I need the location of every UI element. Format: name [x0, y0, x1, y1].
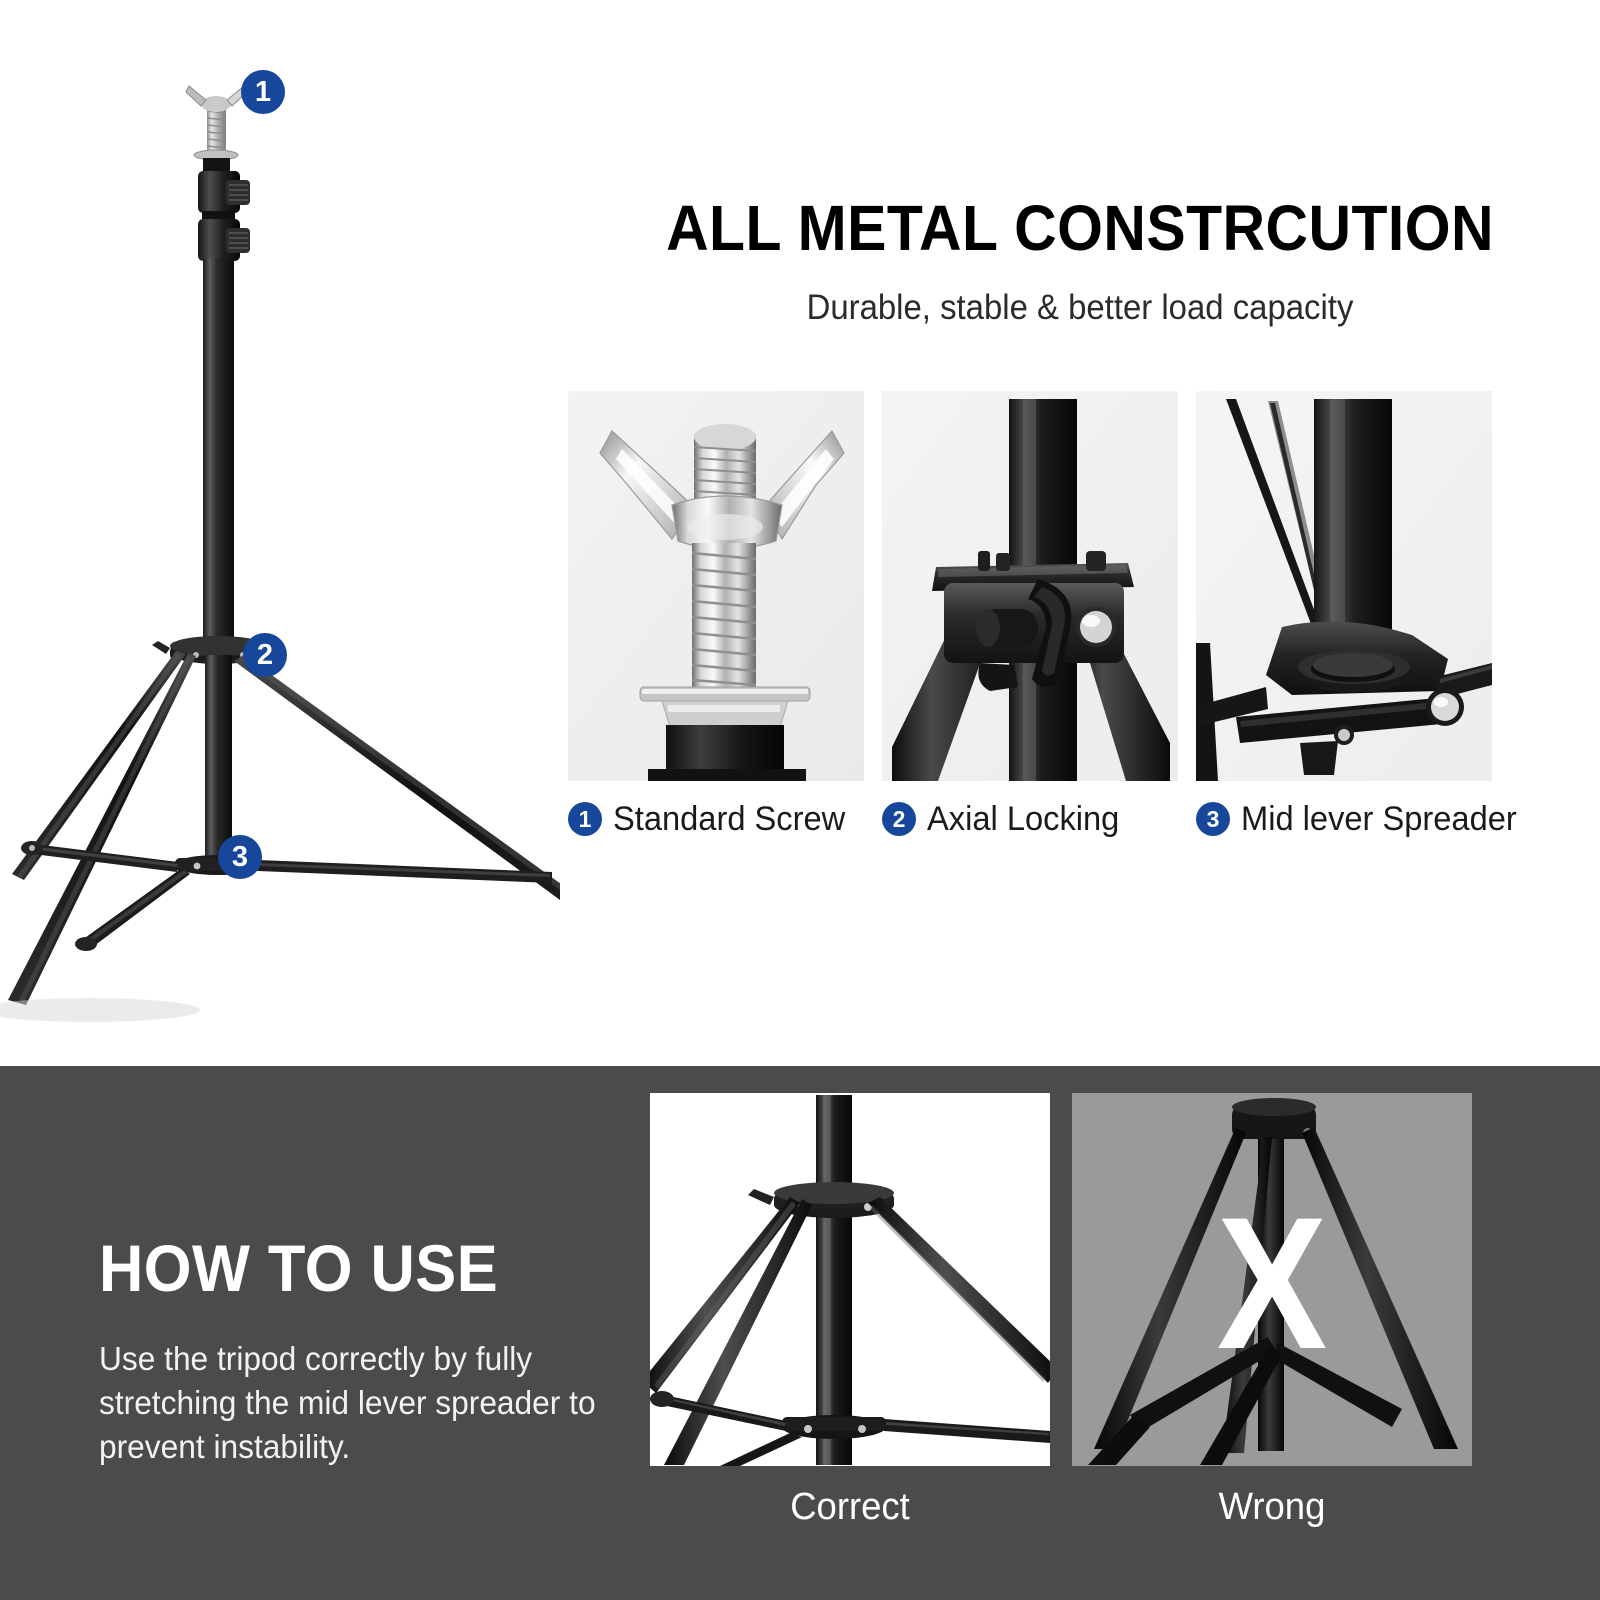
wrong-usage-photo: X [1072, 1093, 1472, 1466]
wrong-x-mark: X [1216, 1178, 1328, 1388]
twist-lock-collar-upper [198, 171, 250, 213]
feature-label-2: Axial Locking [927, 799, 1120, 838]
feature-label-3: Mid lever Spreader [1241, 799, 1517, 838]
how-to-use-section: HOW TO USE Use the tripod correctly by f… [0, 1066, 1600, 1600]
tripod-leg-left-front [8, 653, 196, 1005]
feature-caption-1: 1 Standard Screw [568, 793, 864, 845]
how-to-use-body: Use the tripod correctly by fully stretc… [99, 1340, 596, 1465]
feature-photo-row [568, 391, 1592, 781]
correct-usage-photo [650, 1093, 1050, 1466]
all-metal-construction-section: 1 2 3 ALL METAL CONSTRCUTION Durable, st… [0, 0, 1598, 1066]
comparison-wrong: X Wrong [1072, 1093, 1472, 1526]
feature-photo-standard-screw [568, 391, 864, 781]
feature-caption-row: 1 Standard Screw 2 Axial Locking 3 Mid l… [568, 793, 1598, 845]
left-rear-leg-joint [21, 841, 43, 855]
feature-photo-mid-lever-spreader [1196, 391, 1492, 781]
wrong-label: Wrong [1218, 1486, 1326, 1528]
tripod-leg-left-rear [12, 651, 186, 880]
comparison-row: Correct [650, 1093, 1472, 1526]
callout-badge-3: 3 [218, 835, 262, 879]
twist-lock-collar-lower [198, 219, 250, 261]
correct-spreader-hub [782, 1415, 886, 1439]
feature-caption-3: 3 Mid lever Spreader [1196, 793, 1517, 845]
how-to-use-title: HOW TO USE [99, 1231, 499, 1305]
badge-number-1: 1 [568, 802, 602, 836]
feature-photo-axial-locking [882, 391, 1178, 781]
correct-label: Correct [790, 1486, 910, 1528]
wrong-top-hub [1232, 1098, 1316, 1139]
spreader-arm-left-front [82, 868, 190, 949]
page-subtitle: Durable, stable & better load capacity [806, 288, 1354, 327]
wing-nut-screw-graphic [185, 85, 248, 161]
spreader-arm-left-rear [33, 844, 178, 872]
how-to-use-text-block: HOW TO USE Use the tripod correctly by f… [99, 1235, 609, 1469]
callout-badge-2: 2 [243, 633, 287, 677]
comparison-correct: Correct [650, 1093, 1050, 1526]
badge-number-2: 2 [882, 802, 916, 836]
callout-badge-1: 1 [241, 70, 285, 114]
page-title: ALL METAL CONSTRCUTION [666, 192, 1494, 264]
tripod-leg-right [234, 655, 560, 900]
hero-tripod-illustration [0, 0, 560, 1066]
feature-caption-2: 2 Axial Locking [882, 793, 1178, 845]
badge-number-3: 3 [1196, 802, 1230, 836]
left-front-leg-joint [75, 937, 97, 951]
headline-block: ALL METAL CONSTRCUTION Durable, stable &… [570, 196, 1590, 328]
spreader-arm-right [258, 860, 552, 883]
feature-label-1: Standard Screw [613, 799, 846, 838]
